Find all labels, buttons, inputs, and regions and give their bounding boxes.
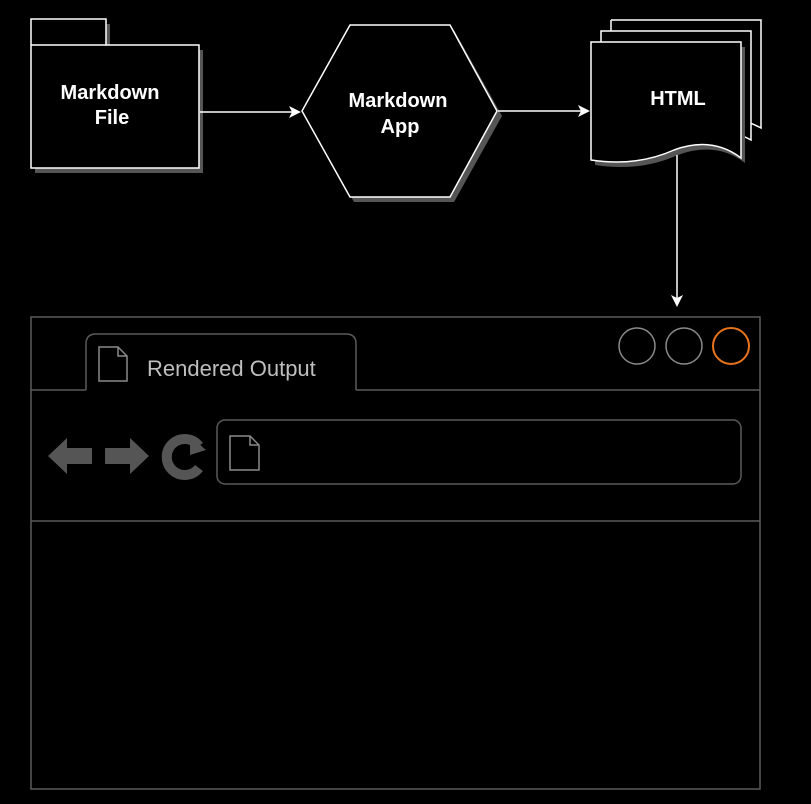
markdown-app-node: Markdown App [301, 24, 502, 202]
close-button[interactable] [712, 327, 750, 365]
markdown-app-label-line1: Markdown [349, 90, 448, 112]
maximize-button[interactable] [665, 327, 703, 365]
minimize-button[interactable] [618, 327, 656, 365]
markdown-file-label-line1: Markdown [61, 82, 160, 104]
tab-rendered-output[interactable]: Rendered Output [85, 333, 357, 390]
reload-icon[interactable] [161, 434, 206, 480]
back-arrow-icon[interactable] [48, 438, 92, 474]
html-document-node: HTML [590, 19, 762, 168]
markdown-file-label-line2: File [95, 107, 129, 129]
forward-arrow-icon[interactable] [105, 438, 149, 474]
tab-label: Rendered Output [147, 356, 316, 381]
address-bar[interactable] [216, 419, 742, 485]
content-area [32, 522, 759, 788]
html-label: HTML [650, 88, 706, 110]
address-page-icon [229, 435, 260, 471]
markdown-file-node: Markdown File [30, 18, 203, 173]
markdown-app-label-line2: App [381, 116, 420, 138]
tab-page-icon [98, 346, 128, 382]
browser-window: Rendered Output [30, 316, 761, 790]
